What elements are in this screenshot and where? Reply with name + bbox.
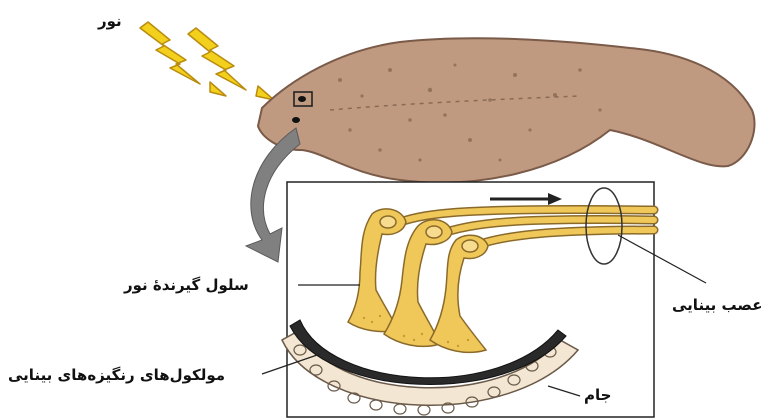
label-photoreceptor-cell: سلول گیرندهٔ نور (124, 278, 249, 293)
planarian-body (258, 38, 755, 182)
label-cup: جام (584, 388, 611, 403)
lightning-icon (140, 22, 274, 100)
label-light: نور (98, 14, 122, 29)
label-optic-nerve: عصب بینایی (672, 298, 762, 313)
label-pigment-molecules: مولکول‌های رنگیزه‌های بینایی (8, 368, 225, 383)
